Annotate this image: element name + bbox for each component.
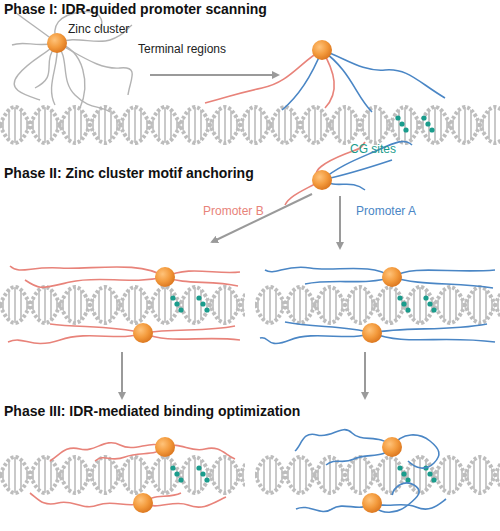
idr-lines [25, 277, 165, 287]
idr-lines [30, 443, 235, 507]
zinc-cluster [155, 437, 175, 457]
idr-lines [265, 267, 392, 277]
cg-sites [397, 295, 436, 312]
idr-lines [165, 277, 238, 286]
terminal-regions [12, 11, 132, 112]
cg-sites [395, 115, 434, 132]
cg-sites [397, 465, 436, 482]
part-label: CG sites [350, 142, 396, 156]
zinc-cluster [382, 437, 402, 457]
dna-helix [0, 107, 500, 143]
dna-helix [255, 457, 500, 493]
arrow [339, 196, 341, 248]
terminal-regions [57, 43, 85, 108]
idr-lines [165, 271, 240, 277]
idr-lines [322, 50, 445, 98]
idr-lines [8, 266, 240, 344]
branch-label: Promoter A [356, 204, 416, 218]
idr-lines [50, 443, 165, 461]
idr-lines [205, 50, 322, 103]
idr-lines [326, 447, 392, 465]
idr-lines [50, 324, 143, 333]
idr-lines [295, 430, 392, 451]
idr-lines [10, 266, 165, 277]
idr-lines [260, 333, 372, 343]
part-label: Terminal regions [138, 42, 226, 56]
zinc-cluster [133, 493, 153, 513]
idr-lines [282, 50, 322, 110]
idr-lines [296, 503, 372, 512]
zinc-cluster [312, 170, 332, 190]
idr-lines [285, 141, 412, 205]
dna-helix [0, 107, 500, 143]
idr-lines [322, 50, 372, 112]
zinc-cluster [47, 33, 67, 53]
zinc-cluster [362, 493, 382, 513]
arrow [150, 74, 278, 76]
idr-lines [392, 270, 495, 277]
terminal-regions [14, 43, 57, 100]
zinc-cluster [382, 267, 402, 287]
phase-heading: Phase III: IDR-mediated binding optimiza… [4, 403, 300, 420]
arrow [121, 352, 123, 398]
idr-lines [143, 333, 240, 340]
zinc-cluster [312, 40, 332, 60]
branch-label: Promoter B [203, 204, 264, 218]
part-label: Zinc cluster [68, 22, 129, 36]
idr-lines [295, 430, 446, 513]
idr-lines [8, 333, 143, 344]
idr-lines [372, 499, 446, 509]
cg-sites [170, 465, 209, 482]
idr-lines [260, 267, 495, 343]
idr-lines [392, 277, 493, 288]
idr-lines [143, 326, 235, 333]
zinc-cluster [155, 267, 175, 287]
dna-helix [255, 287, 500, 323]
idr-lines [95, 447, 165, 461]
idr-lines [322, 160, 392, 180]
idr-lines [322, 141, 412, 180]
idr-lines [165, 445, 235, 459]
terminal-regions [57, 43, 110, 112]
phase-heading: Phase II: Zinc cluster motif anchoring [4, 165, 254, 182]
idr-lines [372, 333, 495, 342]
cg-sites [170, 295, 209, 312]
dna-helix [255, 287, 500, 323]
idr-lines [143, 497, 226, 507]
phase-heading: Phase I: IDR-guided promoter scanning [4, 1, 267, 18]
dna-helix [255, 457, 500, 493]
idr-lines [30, 493, 143, 507]
idr-lines [372, 324, 487, 333]
idr-lines [305, 277, 392, 284]
idr-lines [285, 322, 372, 333]
zinc-cluster [133, 323, 153, 343]
zinc-cluster [362, 323, 382, 343]
terminal-regions [57, 43, 132, 95]
arrow [364, 352, 366, 398]
